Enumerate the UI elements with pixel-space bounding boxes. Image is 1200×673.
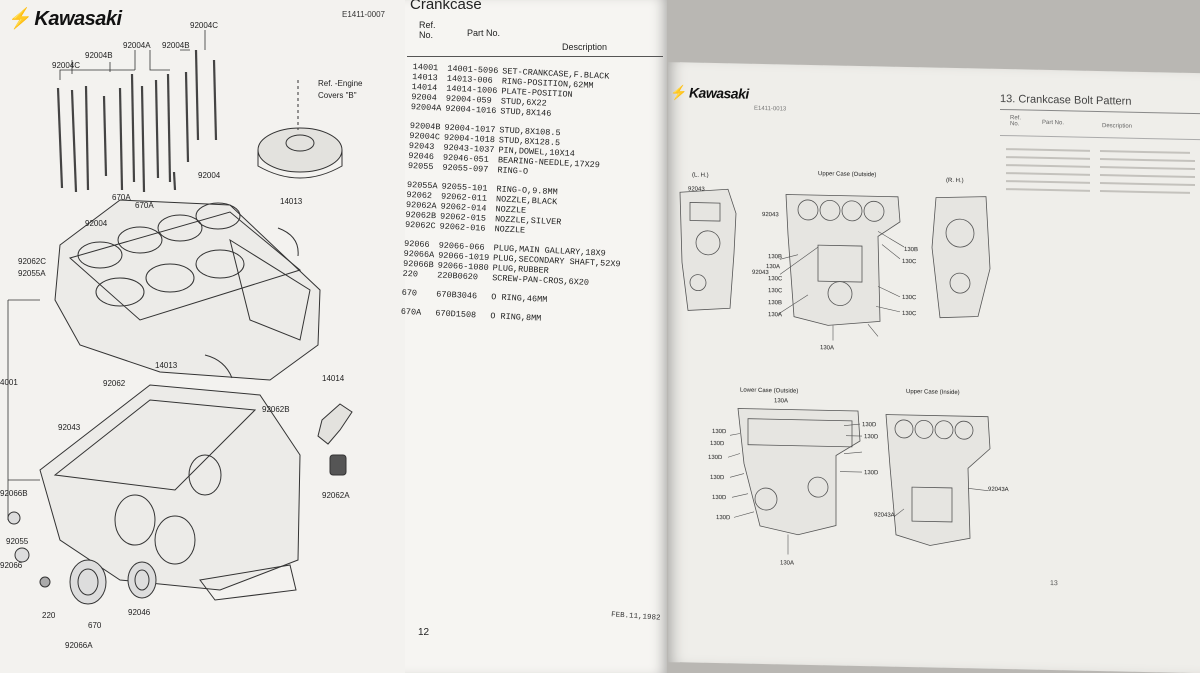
page-title: Crankcase: [410, 0, 482, 13]
parts-cell-ref: 92062C: [404, 219, 436, 232]
callout: 4001: [0, 378, 18, 387]
kawasaki-logo: ⚡Kawasaki: [670, 84, 749, 102]
studs: [56, 49, 218, 223]
parts-cell-ref: 92066: [403, 238, 430, 251]
col-part-header: Part No.: [1042, 119, 1065, 127]
page-number: 12: [418, 627, 430, 638]
callout: 130D: [712, 429, 727, 435]
callout: 92055: [6, 537, 29, 546]
page-code: E1411-0013: [754, 105, 787, 113]
callout: 14014: [322, 374, 345, 383]
callout: 130B: [768, 254, 782, 260]
callout: 92062C: [18, 257, 46, 266]
callout: 130D: [712, 495, 727, 501]
callout: 92004B: [162, 41, 190, 50]
parts-cell-ref: 92004A: [410, 101, 442, 114]
callout: 130D: [708, 455, 723, 461]
callout: 130A: [768, 312, 782, 318]
callout: 92066B: [0, 489, 28, 498]
callout: 130C: [768, 276, 783, 282]
callout: 130D: [864, 470, 879, 476]
parts-cell-ref: 92055A: [406, 179, 438, 192]
callout: 92062: [103, 379, 126, 388]
callout: 14013: [280, 197, 303, 206]
bolt-pattern-diagrams: (L. H.) Upper Case (Outside) (R. H.) Low…: [679, 171, 1009, 567]
parts-cell-ref: 92004B: [409, 120, 441, 133]
callout: 130A: [780, 560, 794, 566]
col-ref-header: Ref.No.: [419, 20, 436, 40]
callout: 670A: [135, 201, 154, 210]
col-part-header: Part No.: [467, 28, 501, 38]
parts-cell-ref: 92055: [407, 160, 434, 173]
right-page: ⚡Kawasaki E1411-0013 13. Crankcase Bolt …: [668, 62, 1200, 673]
callout: 130C: [902, 295, 917, 301]
view-label-upper-inside: Upper Case (Inside): [906, 389, 960, 396]
callout: 92043A: [874, 512, 895, 518]
print-date: FEB.11,1982: [610, 611, 661, 623]
callout: 130D: [710, 441, 725, 447]
parts-cell-part: 670D1508: [435, 308, 477, 321]
callout: 130A: [820, 345, 834, 351]
callout: 130B: [768, 300, 782, 306]
ref-note-line1: Ref. -Engine: [318, 79, 363, 88]
left-page: ⚡Kawasaki E1411-0007: [0, 0, 405, 673]
view-label-lh: (L. H.): [692, 173, 709, 179]
callout: 92055A: [18, 269, 46, 278]
callout: 92004: [198, 171, 221, 180]
kawasaki-logo: ⚡Kawasaki: [8, 8, 122, 30]
parts-cell-ref: 670: [401, 287, 418, 299]
callout: 92062B: [262, 405, 290, 414]
callout: 130D: [864, 434, 879, 440]
section-title: 13. Crankcase Bolt Pattern: [1000, 92, 1132, 108]
callout: 130C: [902, 311, 917, 317]
callout: 92004: [85, 219, 108, 228]
callout: 92043: [688, 186, 705, 192]
view-label-upper-outside: Upper Case (Outside): [818, 171, 876, 178]
callout: 92066A: [65, 641, 93, 650]
page-number: 13: [1050, 580, 1058, 588]
callout: 92004B: [85, 51, 113, 60]
callout: 92043: [762, 212, 779, 218]
callout: 92004C: [190, 21, 218, 30]
parts-cell-ref: 670A: [400, 306, 422, 318]
crankcase-exploded-diagram: 92004C 92004C 92004B 92004A 92004B 92004…: [0, 21, 363, 650]
col-ref-header: Ref.No.: [1010, 115, 1022, 128]
parts-cell-part: 670B3046: [436, 289, 478, 302]
middle-page: Crankcase Ref.No. Part No. Description 1…: [401, 0, 667, 673]
title-rule: [1000, 108, 1200, 115]
callout: 130C: [902, 259, 917, 265]
callout: 130D: [710, 475, 725, 481]
callout: 670A: [112, 193, 131, 202]
callout: 92043: [752, 270, 769, 276]
callout: 130A: [766, 264, 780, 270]
callout: 92043A: [988, 487, 1009, 493]
callout: 92043: [58, 423, 81, 432]
callout: 130A: [774, 398, 788, 404]
callout: 92004C: [52, 61, 80, 70]
callout: 14013: [155, 361, 178, 370]
view-label-rh: (R. H.): [946, 178, 964, 184]
ref-note-line2: Covers "B": [318, 91, 357, 100]
callout: 130D: [862, 422, 877, 428]
callout: 130D: [716, 515, 731, 521]
callout: 92062A: [322, 491, 350, 500]
callout: 92046: [128, 608, 151, 617]
callout: 220: [42, 611, 56, 620]
callout: 130B: [904, 247, 918, 253]
header-rule: [407, 56, 663, 57]
col-desc-header: Description: [562, 42, 608, 52]
page-code: E1411-0007: [342, 10, 385, 19]
col-desc-header: Description: [1102, 123, 1133, 130]
callout: 670: [88, 621, 102, 630]
view-label-lower-outside: Lower Case (Outside): [740, 388, 798, 395]
callout: 130C: [768, 288, 783, 294]
callout: 92066: [0, 561, 23, 570]
faded-parts-rows: [1006, 148, 1195, 194]
callout: 92004A: [123, 41, 151, 50]
